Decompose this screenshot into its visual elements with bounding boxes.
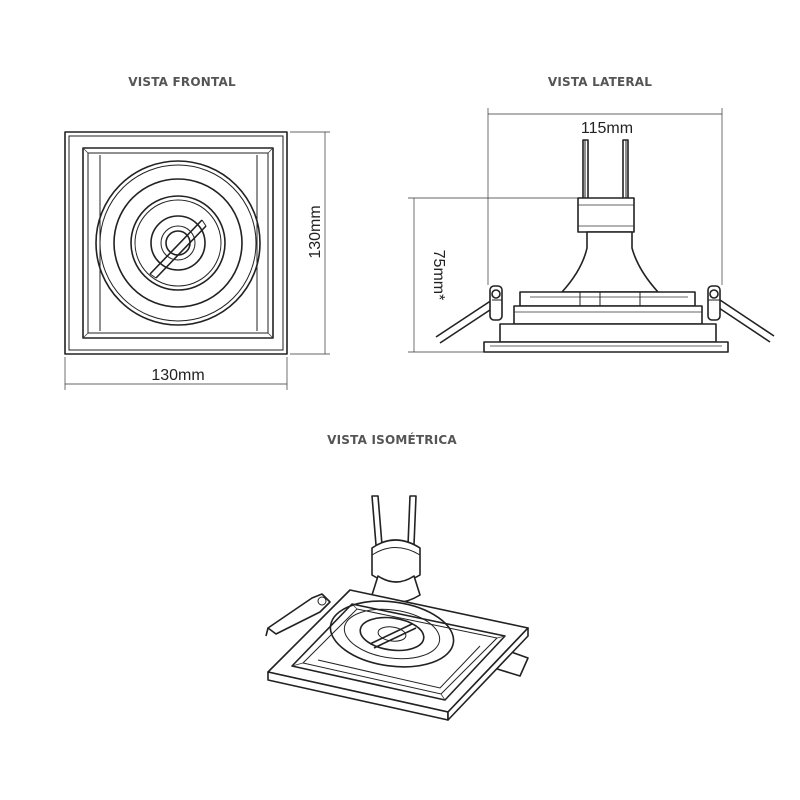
front-outer-frame [64, 131, 288, 355]
side-height-dimension: 75mm* [408, 197, 578, 353]
side-left-spring-clip [435, 285, 503, 344]
side-socket [577, 197, 635, 233]
isometric-view: VISTA ISOMÉTRICA [265, 432, 529, 721]
side-lamp-bulb [561, 231, 659, 293]
front-width-label: 130mm [151, 367, 204, 384]
side-right-spring-clip [707, 285, 775, 343]
side-trim-flange [483, 341, 729, 353]
iso-lamp-clip [369, 623, 417, 649]
side-height-label: 75mm* [430, 250, 447, 301]
front-lamp-rings [95, 160, 261, 326]
side-socket-wires [582, 139, 629, 198]
iso-socket-wires [371, 495, 417, 546]
side-view: VISTA LATERAL 115mm 75mm* [408, 75, 775, 353]
front-inner-frame [82, 147, 274, 339]
isometric-view-title: VISTA ISOMÉTRICA [327, 432, 457, 447]
front-width-dimension: 130mm [64, 357, 288, 390]
front-height-label: 130mm [307, 205, 324, 258]
side-body [513, 305, 703, 325]
side-width-dimension: 115mm [487, 108, 723, 285]
front-height-dimension: 130mm [290, 131, 330, 355]
front-lamp-clip [149, 219, 207, 279]
front-view: VISTA FRONTAL [64, 75, 330, 390]
side-width-label: 115mm [581, 120, 633, 137]
front-view-title: VISTA FRONTAL [128, 75, 236, 89]
side-view-title: VISTA LATERAL [548, 75, 652, 89]
iso-lamp-rings [329, 600, 455, 668]
iso-left-spring-clip [265, 593, 331, 637]
side-lamp-lip [519, 291, 696, 307]
